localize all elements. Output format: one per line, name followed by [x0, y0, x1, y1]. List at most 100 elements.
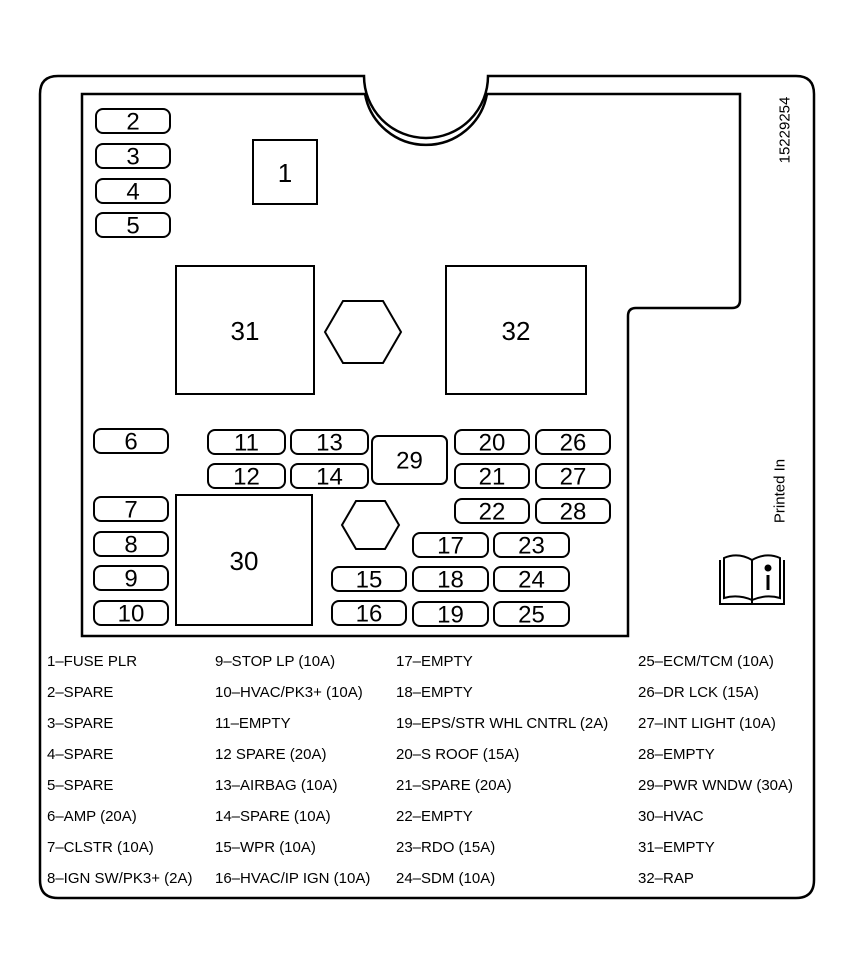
fuse-label: 24 — [518, 567, 545, 594]
fuse-outline — [252, 139, 318, 205]
fuse-16: 16 — [331, 600, 407, 628]
fuse-8: 8 — [93, 531, 169, 559]
fuse-outline — [290, 463, 369, 489]
legend-item: 21–SPARE (20A) — [396, 777, 512, 794]
fuse-outline — [175, 265, 315, 395]
fuse-label: 13 — [316, 430, 343, 457]
legend-item: 27–INT LIGHT (10A) — [638, 715, 776, 732]
fuse-outline — [493, 532, 570, 558]
fuse-22: 22 — [454, 498, 530, 526]
mounting-hexagon — [340, 500, 401, 550]
fuse-outline — [371, 435, 448, 485]
fuse-label: 28 — [560, 499, 587, 526]
fuse-outline — [93, 531, 169, 557]
fuse-label: 30 — [230, 546, 259, 576]
legend-item: 25–ECM/TCM (10A) — [638, 653, 774, 670]
fuse-label: 9 — [124, 566, 137, 593]
fuse-14: 14 — [290, 463, 369, 491]
fuse-label: 3 — [126, 144, 139, 171]
fuse-28: 28 — [535, 498, 611, 526]
fuse-outline — [535, 463, 611, 489]
legend-item: 31–EMPTY — [638, 839, 715, 856]
fuse-layer: 1234567891011121314151617181920212223242… — [93, 108, 611, 629]
fuse-24: 24 — [493, 566, 570, 594]
legend-item: 12 SPARE (20A) — [215, 746, 327, 763]
part-number: 15229254 — [777, 97, 794, 164]
legend-item: 29–PWR WNDW (30A) — [638, 777, 794, 794]
legend-item: 17–EMPTY — [396, 653, 473, 670]
fuse-15: 15 — [331, 566, 407, 594]
fuse-outline — [454, 463, 530, 489]
fuse-outline — [454, 498, 530, 524]
legend-item: 22–EMPTY — [396, 808, 473, 825]
fuse-label: 12 — [233, 464, 260, 491]
fuse-17: 17 — [412, 532, 489, 560]
fuse-13: 13 — [290, 429, 369, 457]
fuse-label: 10 — [118, 601, 145, 628]
fuse-label: 20 — [479, 430, 506, 457]
fuse-label: 22 — [479, 499, 506, 526]
fuse-outline — [93, 565, 169, 591]
fuse-outline — [95, 143, 171, 169]
fuse-1: 1 — [252, 139, 318, 205]
fuse-3: 3 — [95, 143, 171, 171]
fuse-label: 8 — [124, 532, 137, 559]
legend-item: 11–EMPTY — [215, 715, 291, 732]
legend-item: 18–EMPTY — [396, 684, 473, 701]
fuse-label: 2 — [126, 109, 139, 136]
fuse-outline — [95, 178, 171, 204]
fuse-outline — [535, 429, 611, 455]
fuse-30: 30 — [175, 494, 313, 626]
fuse-9: 9 — [93, 565, 169, 593]
legend-item: 28–EMPTY — [638, 746, 715, 763]
fuse-label: 4 — [126, 179, 139, 206]
fuse-outline — [207, 429, 286, 455]
fuse-27: 27 — [535, 463, 611, 491]
legend-item: 1–FUSE PLR — [47, 653, 138, 670]
printed-in-label: Printed In — [772, 459, 789, 523]
legend-item: 4–SPARE — [47, 746, 114, 763]
fuse-26: 26 — [535, 429, 611, 457]
fuse-outline — [95, 212, 171, 238]
fuse-10: 10 — [93, 600, 169, 628]
legend-item: 10–HVAC/PK3+ (10A) — [215, 684, 363, 701]
legend-item: 9–STOP LP (10A) — [215, 653, 336, 670]
fuse-label: 5 — [126, 213, 139, 240]
fuse-outline — [290, 429, 369, 455]
fuse-label: 27 — [560, 464, 587, 491]
fuse-label: 7 — [124, 497, 137, 524]
legend-item: 6–AMP (20A) — [47, 808, 137, 825]
mounting-hexagon — [323, 300, 403, 364]
fuse-label: 16 — [356, 601, 383, 628]
fuse-outline — [493, 601, 570, 627]
fuse-label: 31 — [231, 316, 260, 346]
owners-manual-icon — [719, 554, 785, 605]
legend-item: 19–EPS/STR WHL CNTRL (2A) — [396, 715, 609, 732]
legend-item: 23–RDO (15A) — [396, 839, 496, 856]
fuse-label: 26 — [560, 430, 587, 457]
fuse-outline — [175, 494, 313, 626]
fuse-6: 6 — [93, 428, 169, 456]
fuse-4: 4 — [95, 178, 171, 206]
fuse-32: 32 — [445, 265, 587, 395]
legend-item: 14–SPARE (10A) — [215, 808, 331, 825]
fuse-outline — [535, 498, 611, 524]
fuse-label: 14 — [316, 464, 343, 491]
fuse-label: 18 — [437, 567, 464, 594]
fuse-label: 11 — [234, 430, 259, 457]
legend-item: 16–HVAC/IP IGN (10A) — [215, 870, 371, 887]
fuse-21: 21 — [454, 463, 530, 491]
legend-item: 24–SDM (10A) — [396, 870, 496, 887]
legend-item: 5–SPARE — [47, 777, 114, 794]
fuse-label: 17 — [437, 533, 464, 560]
fuse-outline — [445, 265, 587, 395]
fuse-label: 6 — [124, 429, 137, 456]
fuse-label: 1 — [278, 158, 292, 188]
fuse-outline — [412, 601, 489, 627]
fuse-7: 7 — [93, 496, 169, 524]
fuse-outline — [493, 566, 570, 592]
legend-item: 26–DR LCK (15A) — [638, 684, 759, 701]
fuse-label: 25 — [518, 602, 545, 629]
fuse-outline — [454, 429, 530, 455]
fuse-label: 29 — [396, 448, 423, 475]
